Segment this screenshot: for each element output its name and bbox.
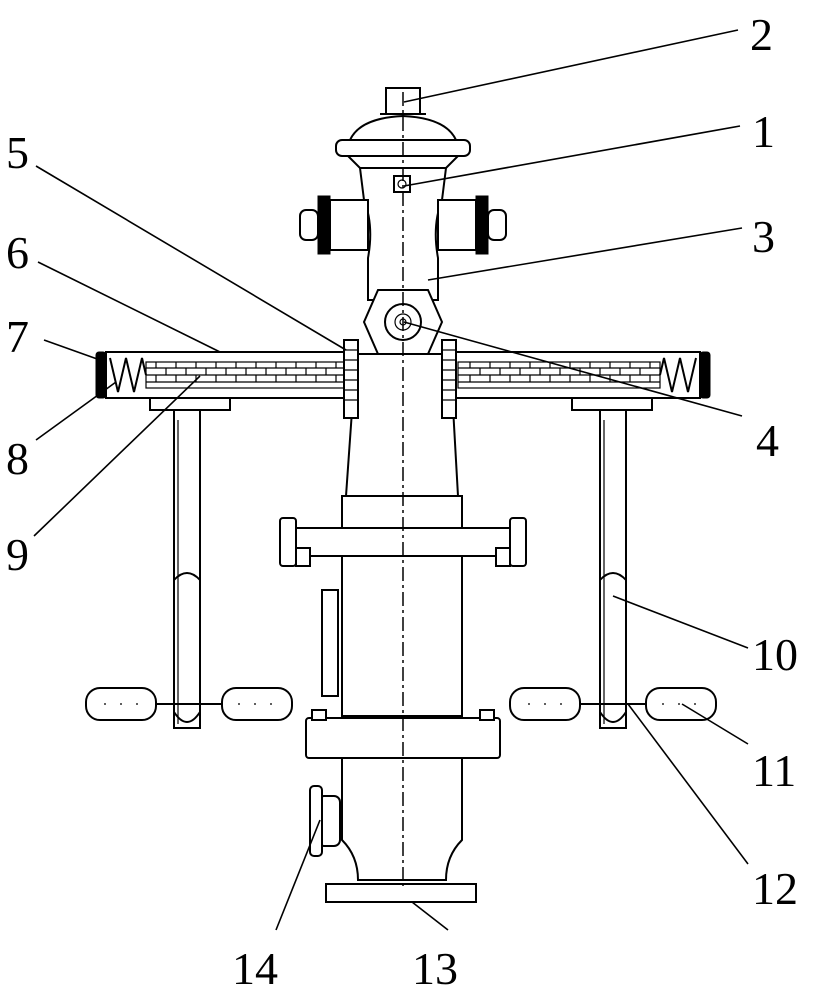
leader-lines [33,29,749,931]
label-3: 3 [752,211,775,262]
label-12: 12 [752,863,798,914]
label-8: 8 [6,433,29,484]
label-13: 13 [412,943,458,994]
label-6: 6 [6,227,29,278]
label-5: 5 [6,127,29,178]
left-leg [85,409,293,729]
label-14: 14 [232,943,278,994]
right-arm [441,339,711,419]
label-10: 10 [752,629,798,680]
label-4: 4 [756,415,779,466]
left-arm [95,339,359,419]
left-outlet [299,195,369,255]
right-outlet [437,195,507,255]
label-11: 11 [752,745,796,796]
label-9: 9 [6,529,29,580]
lower-column [279,495,527,903]
label-1: 1 [752,106,775,157]
part-labels: 1 2 3 4 5 6 7 8 9 10 11 12 13 14 [6,9,798,994]
right-leg [509,409,717,729]
label-2: 2 [750,9,773,60]
label-7: 7 [6,311,29,362]
